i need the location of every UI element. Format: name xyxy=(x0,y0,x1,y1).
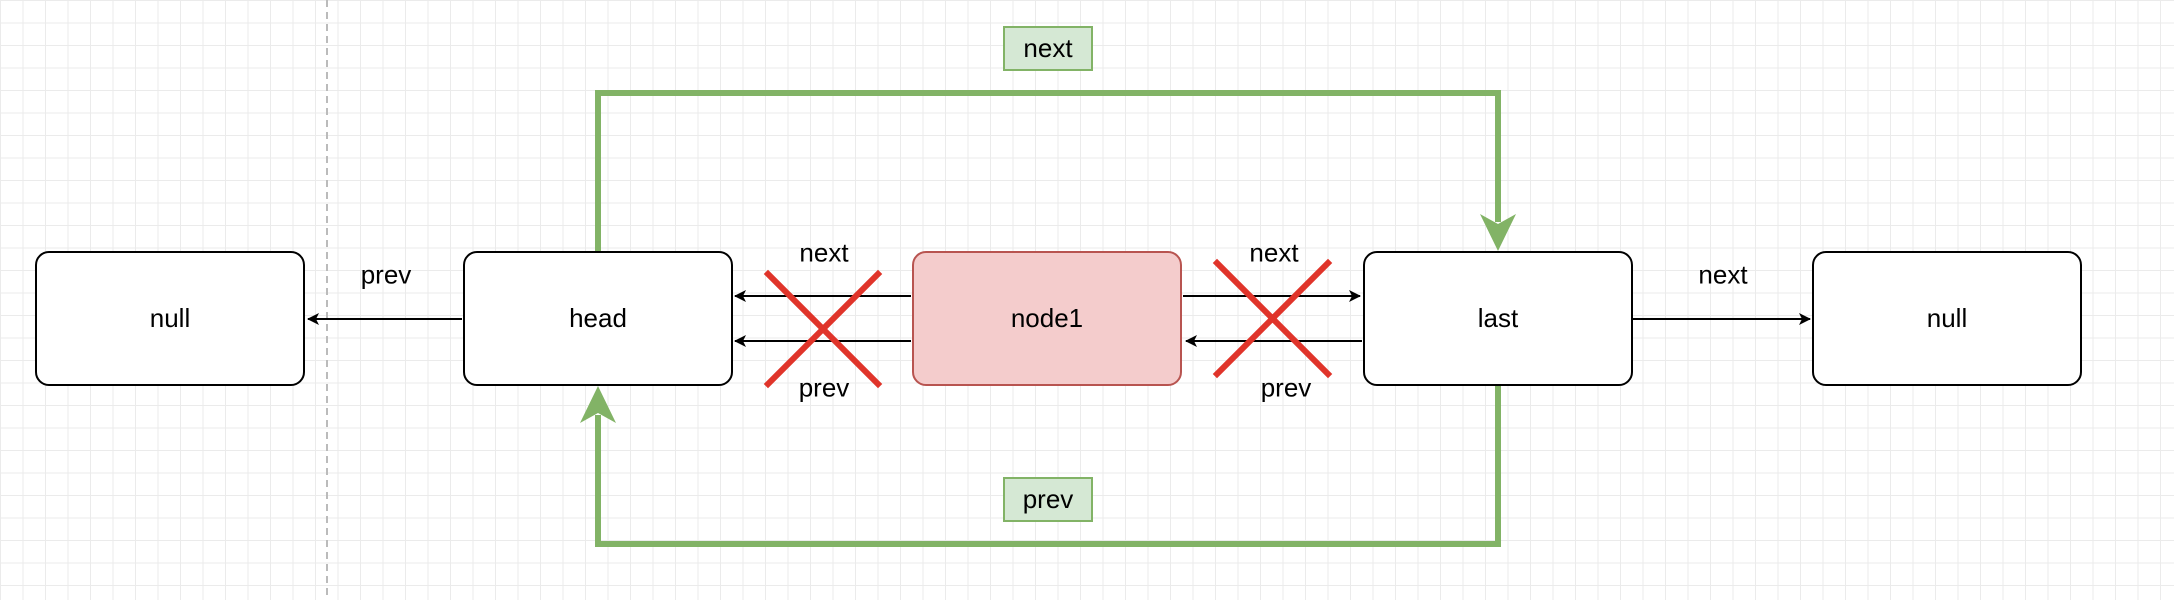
node1-to-head-next-label: next xyxy=(799,237,849,268)
new-next-link xyxy=(595,90,1501,251)
null-node-left-label: null xyxy=(149,303,191,333)
last-next-label: next xyxy=(1698,259,1748,290)
head-prev-label: prev xyxy=(360,259,412,290)
last-node: last xyxy=(1363,251,1633,386)
new-prev-link xyxy=(595,386,1501,547)
node1-node-label: node1 xyxy=(1010,303,1084,333)
node1-prev-label: prev xyxy=(798,372,850,403)
head-node: head xyxy=(463,251,733,386)
null-node-right: null xyxy=(1812,251,2082,386)
new-next-tag-label: next xyxy=(1023,33,1073,63)
null-node-left: null xyxy=(35,251,305,386)
head-node-label: head xyxy=(569,303,627,333)
node1-node: node1 xyxy=(912,251,1182,386)
removed-link-cross-right xyxy=(1212,258,1333,379)
new-prev-tag: prev xyxy=(1003,477,1093,522)
new-prev-arrowhead xyxy=(580,386,616,423)
null-node-right-label: null xyxy=(1926,303,1968,333)
new-next-tag: next xyxy=(1003,26,1093,71)
new-prev-tag-label: prev xyxy=(1022,484,1074,514)
last-to-node1-prev-label: prev xyxy=(1260,372,1312,403)
last-node-label: last xyxy=(1477,303,1519,333)
new-next-arrowhead xyxy=(1480,214,1516,251)
removed-link-cross-left xyxy=(763,269,883,389)
node1-next-label: next xyxy=(1249,237,1299,268)
